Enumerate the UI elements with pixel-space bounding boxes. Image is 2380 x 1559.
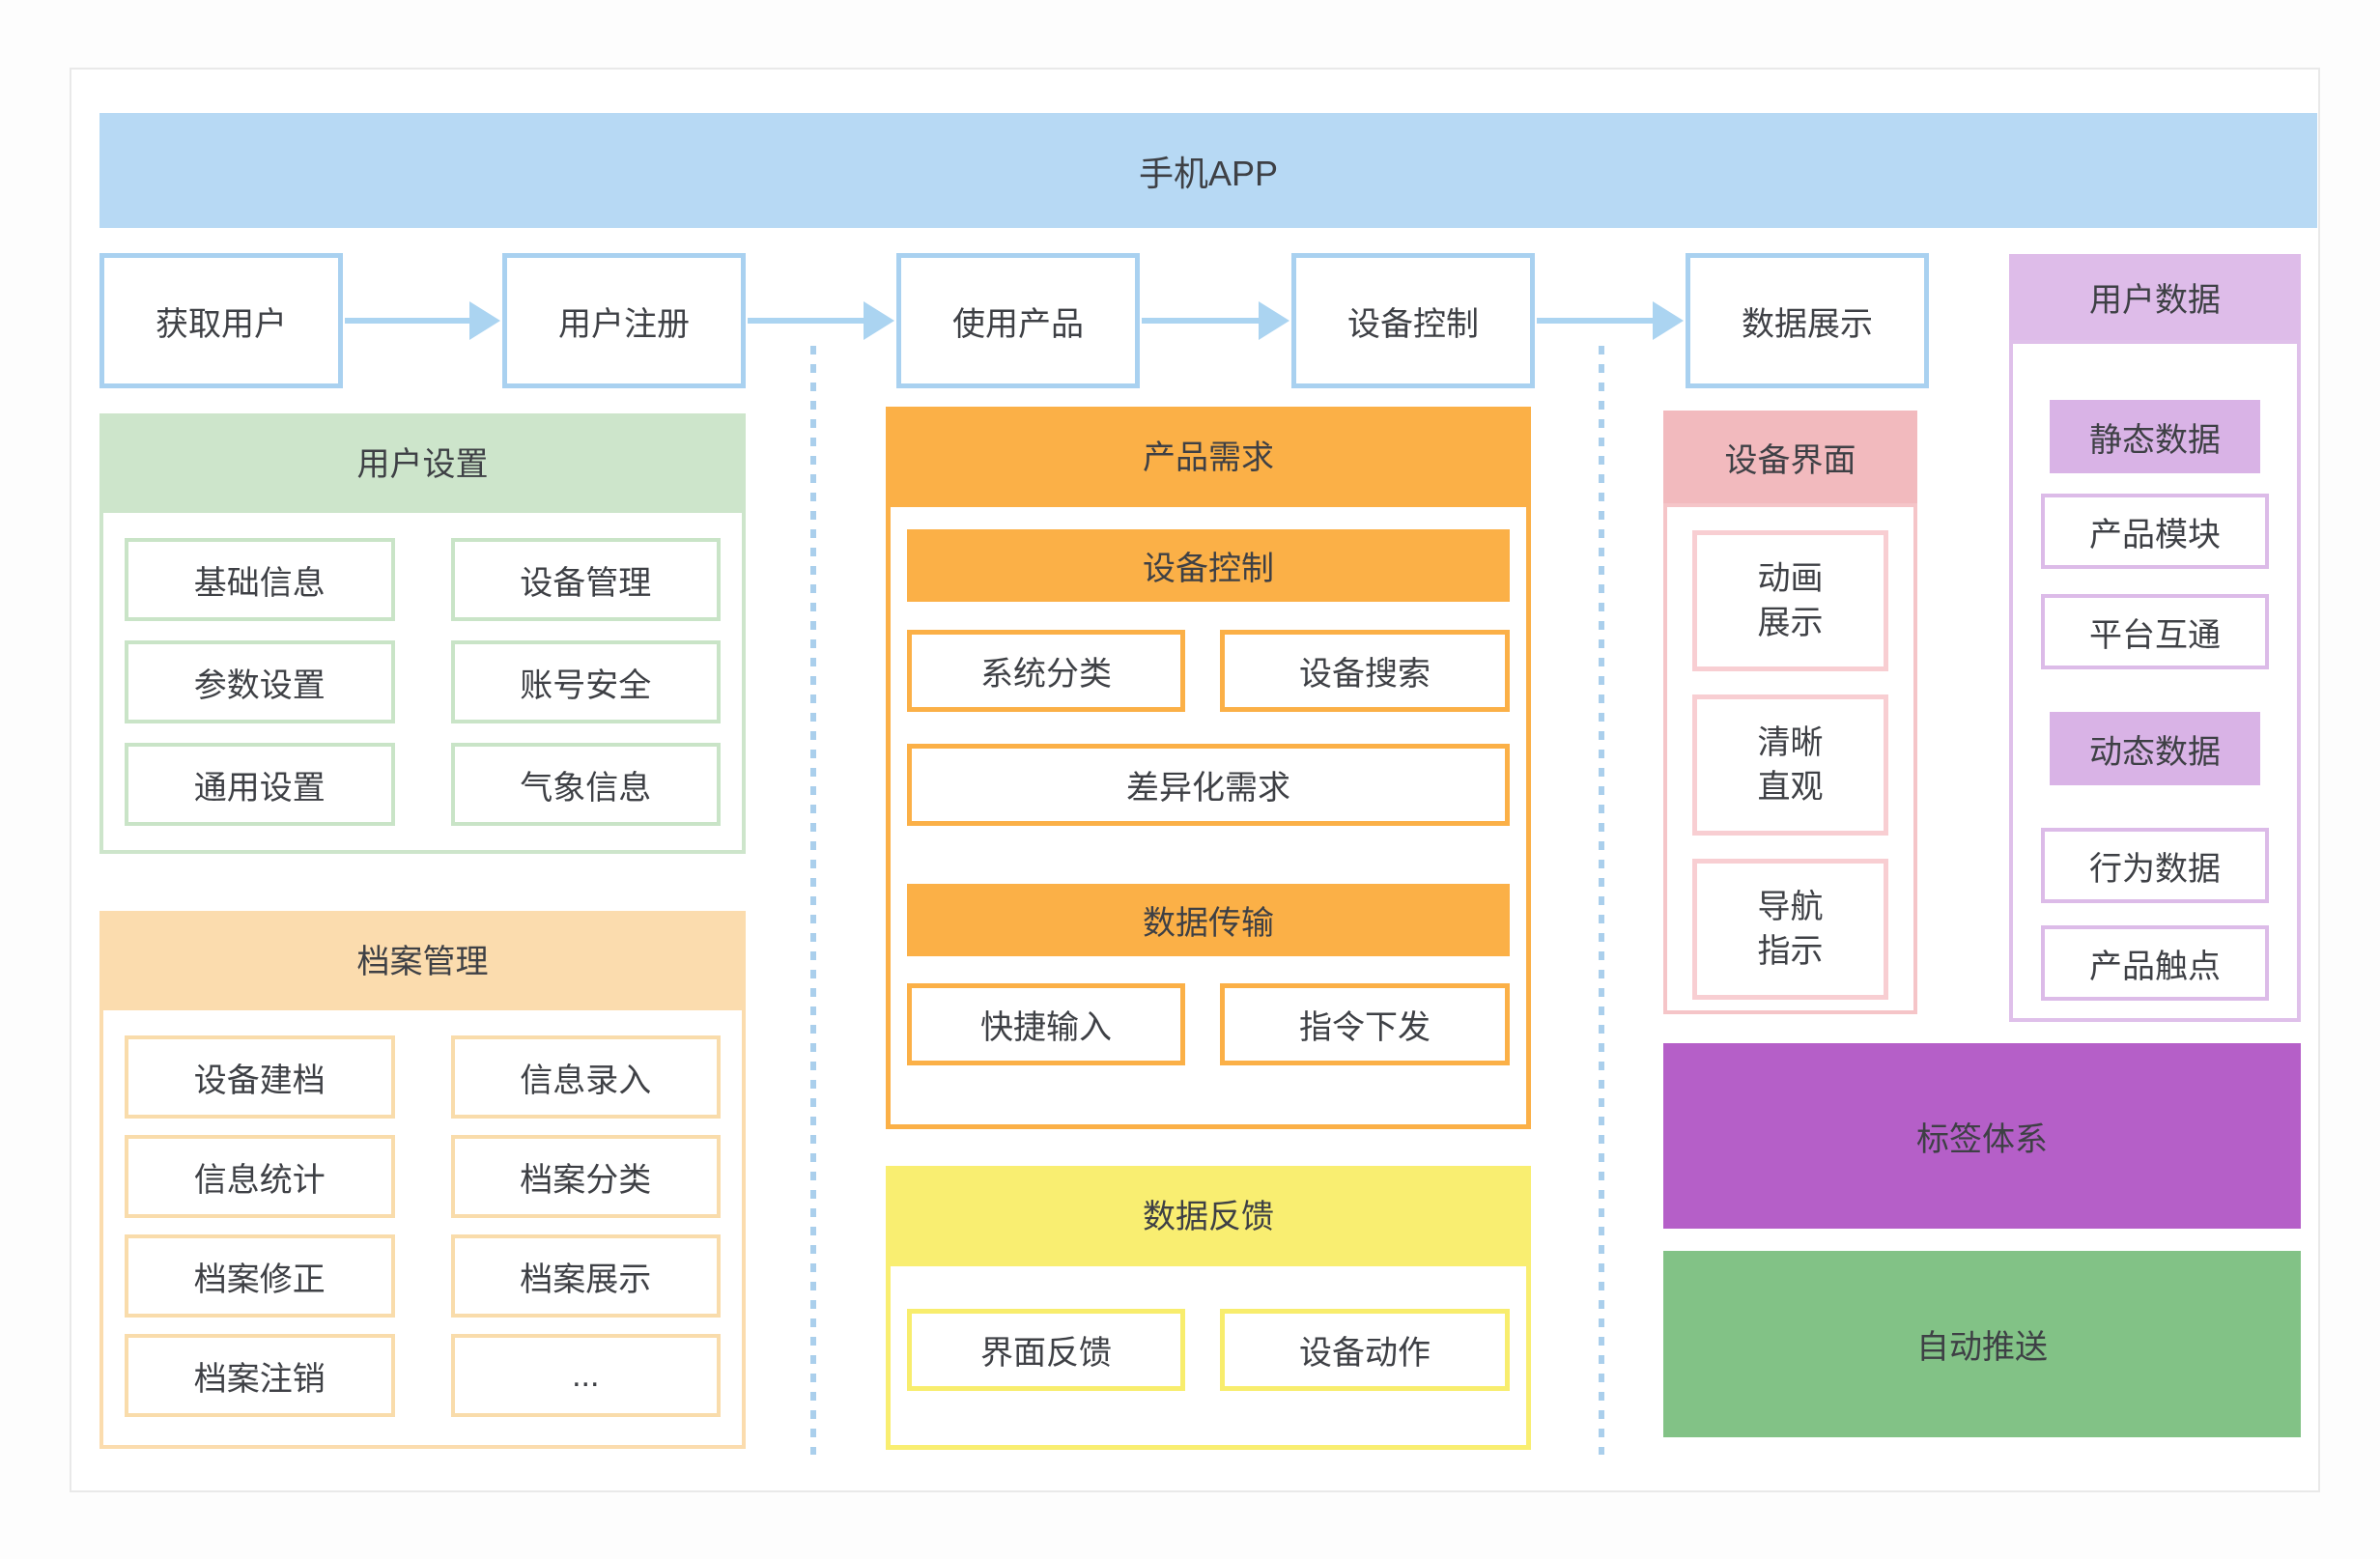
panel-item: 动画 展示 xyxy=(1692,530,1888,671)
panel-item: 参数设置 xyxy=(125,640,395,723)
arrow-right-icon xyxy=(748,301,894,340)
flow-step-data-display: 数据展示 xyxy=(1686,253,1929,388)
panel-item: 系统分类 xyxy=(907,630,1185,712)
panel-item: 平台互通 xyxy=(2041,594,2269,669)
panel-item: 气象信息 xyxy=(450,743,721,826)
arrow-right-icon xyxy=(1537,301,1684,340)
panel-device-interface-body: 动画 展示 清晰 直观 导航 指示 xyxy=(1663,503,1917,1014)
subsection-data-transfer: 数据传输 xyxy=(907,884,1510,956)
subsection-static-data: 静态数据 xyxy=(2050,400,2260,473)
panel-user-settings: 用户设置 基础信息 设备管理 参数设置 账号安全 通用设置 气象信息 xyxy=(99,413,746,854)
subsection-device-control: 设备控制 xyxy=(907,529,1510,602)
panel-item: 账号安全 xyxy=(450,640,721,723)
panel-product-requirements: 产品需求 设备控制 系统分类 设备搜索 差异化需求 数据传输 快捷输入 指令下发 xyxy=(886,407,1531,1129)
panel-data-feedback-title: 数据反馈 xyxy=(886,1166,1531,1261)
panel-item: 档案修正 xyxy=(125,1234,395,1318)
flow-step-user-register: 用户注册 xyxy=(502,253,746,388)
panel-archive-management-title: 档案管理 xyxy=(99,911,746,1006)
panel-item-ellipsis: ... xyxy=(450,1334,721,1417)
panel-product-requirements-body: 设备控制 系统分类 设备搜索 差异化需求 数据传输 快捷输入 指令下发 xyxy=(886,502,1531,1129)
panel-item: 界面反馈 xyxy=(907,1309,1185,1391)
panel-item: 导航 指示 xyxy=(1692,859,1888,1000)
panel-item: 设备搜索 xyxy=(1220,630,1510,712)
dashed-separator xyxy=(810,346,816,1455)
panel-data-feedback-body: 界面反馈 设备动作 xyxy=(886,1261,1531,1450)
flow-step-use-product: 使用产品 xyxy=(896,253,1140,388)
panel-item: 行为数据 xyxy=(2041,828,2269,903)
panel-device-interface: 设备界面 动画 展示 清晰 直观 导航 指示 xyxy=(1663,411,1917,1014)
panel-user-data-title: 用户数据 xyxy=(2009,254,2301,340)
panel-user-settings-title: 用户设置 xyxy=(99,413,746,509)
flow-step-device-control: 设备控制 xyxy=(1291,253,1535,388)
arrow-right-icon xyxy=(1142,301,1289,340)
panel-device-interface-title: 设备界面 xyxy=(1663,411,1917,503)
dashed-separator xyxy=(1599,346,1604,1455)
panel-item: 设备动作 xyxy=(1220,1309,1510,1391)
block-tag-system: 标签体系 xyxy=(1663,1043,2301,1229)
panel-item: 设备建档 xyxy=(125,1035,395,1119)
block-auto-push: 自动推送 xyxy=(1663,1251,2301,1437)
panel-archive-management: 档案管理 设备建档 信息录入 信息统计 档案分类 档案修正 档案展示 档案注销 … xyxy=(99,911,746,1449)
panel-item: 档案分类 xyxy=(450,1135,721,1218)
panel-data-feedback: 数据反馈 界面反馈 设备动作 xyxy=(886,1166,1531,1450)
panel-item: 通用设置 xyxy=(125,743,395,826)
panel-item: 设备管理 xyxy=(450,538,721,621)
panel-item: 产品触点 xyxy=(2041,925,2269,1001)
panel-user-settings-body: 基础信息 设备管理 参数设置 账号安全 通用设置 气象信息 xyxy=(99,509,746,854)
panel-item: 差异化需求 xyxy=(907,744,1510,826)
panel-product-requirements-title: 产品需求 xyxy=(886,407,1531,502)
panel-item: 产品模块 xyxy=(2041,494,2269,569)
flow-step-acquire-users: 获取用户 xyxy=(99,253,343,388)
panel-item: 信息统计 xyxy=(125,1135,395,1218)
panel-item: 档案展示 xyxy=(450,1234,721,1318)
panel-item: 基础信息 xyxy=(125,538,395,621)
arrow-right-icon xyxy=(345,301,500,340)
panel-item: 档案注销 xyxy=(125,1334,395,1417)
mobile-app-banner: 手机APP xyxy=(99,113,2317,228)
subsection-dynamic-data: 动态数据 xyxy=(2050,712,2260,785)
panel-item: 指令下发 xyxy=(1220,983,1510,1065)
panel-item: 信息录入 xyxy=(450,1035,721,1119)
panel-item: 清晰 直观 xyxy=(1692,694,1888,836)
panel-user-data: 用户数据 静态数据 产品模块 平台互通 动态数据 行为数据 产品触点 xyxy=(2009,254,2301,1022)
panel-archive-management-body: 设备建档 信息录入 信息统计 档案分类 档案修正 档案展示 档案注销 ... xyxy=(99,1006,746,1449)
panel-item: 快捷输入 xyxy=(907,983,1185,1065)
panel-user-data-body: 静态数据 产品模块 平台互通 动态数据 行为数据 产品触点 xyxy=(2009,340,2301,1022)
